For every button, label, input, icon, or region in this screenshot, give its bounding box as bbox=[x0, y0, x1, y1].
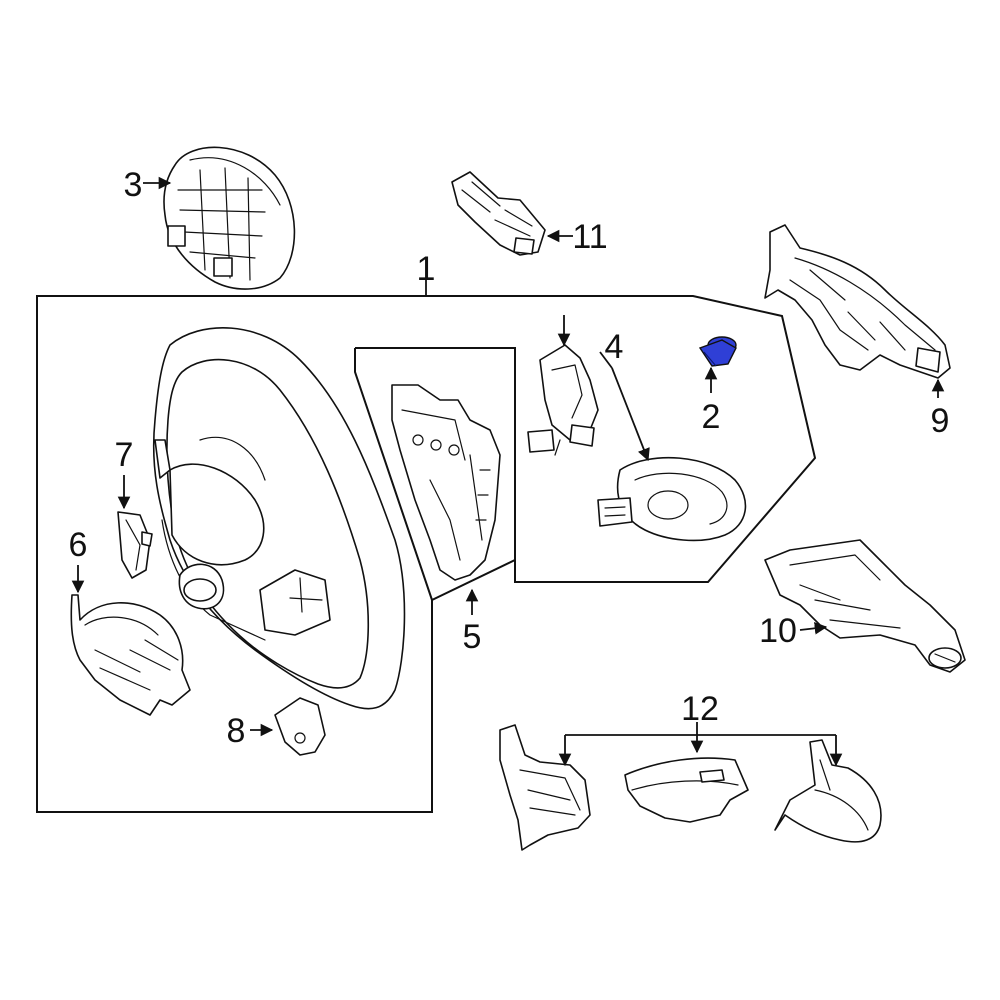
part-switch-cover-12[interactable] bbox=[624, 757, 749, 823]
part-trim-cover-9[interactable] bbox=[764, 224, 951, 379]
part-switch-module-11[interactable] bbox=[451, 171, 546, 256]
callout-9: 9 bbox=[931, 402, 950, 440]
leader-10 bbox=[799, 622, 828, 635]
callout-10: 10 bbox=[759, 612, 797, 650]
subassembly-frame-4 bbox=[355, 347, 516, 582]
part-paddle-right[interactable] bbox=[774, 739, 882, 843]
callout-8: 8 bbox=[227, 712, 246, 750]
callout-3: 3 bbox=[124, 166, 143, 204]
part-clip-7[interactable] bbox=[117, 511, 153, 579]
leader-4a bbox=[611, 367, 650, 462]
callout-1: 1 bbox=[417, 250, 436, 288]
part-lower-trim-10[interactable] bbox=[764, 539, 966, 673]
leader-4b bbox=[599, 351, 613, 369]
leader-lines bbox=[71, 176, 945, 767]
callout-numbers: 1 2 3 4 5 6 7 8 9 10 11 12 bbox=[69, 166, 950, 750]
callout-2: 2 bbox=[702, 398, 721, 436]
part-lower-cover-6[interactable] bbox=[70, 594, 191, 716]
part-steering-wheel[interactable] bbox=[152, 327, 406, 710]
subassembly-frame-edge bbox=[354, 348, 433, 601]
callout-4: 4 bbox=[605, 328, 624, 366]
part-bracket-8[interactable] bbox=[274, 697, 326, 756]
part-plug-2-highlighted[interactable] bbox=[698, 336, 737, 367]
part-clock-spring[interactable] bbox=[597, 456, 747, 542]
part-airbag-module[interactable] bbox=[163, 146, 296, 290]
part-harness-upper[interactable] bbox=[527, 344, 599, 456]
callout-12: 12 bbox=[681, 690, 719, 728]
part-switch-bracket-5[interactable] bbox=[391, 384, 501, 581]
callout-11: 11 bbox=[572, 218, 607, 256]
part-paddle-left[interactable] bbox=[499, 724, 591, 851]
callout-5: 5 bbox=[463, 618, 482, 656]
callout-7: 7 bbox=[115, 436, 134, 474]
callout-6: 6 bbox=[69, 526, 88, 564]
